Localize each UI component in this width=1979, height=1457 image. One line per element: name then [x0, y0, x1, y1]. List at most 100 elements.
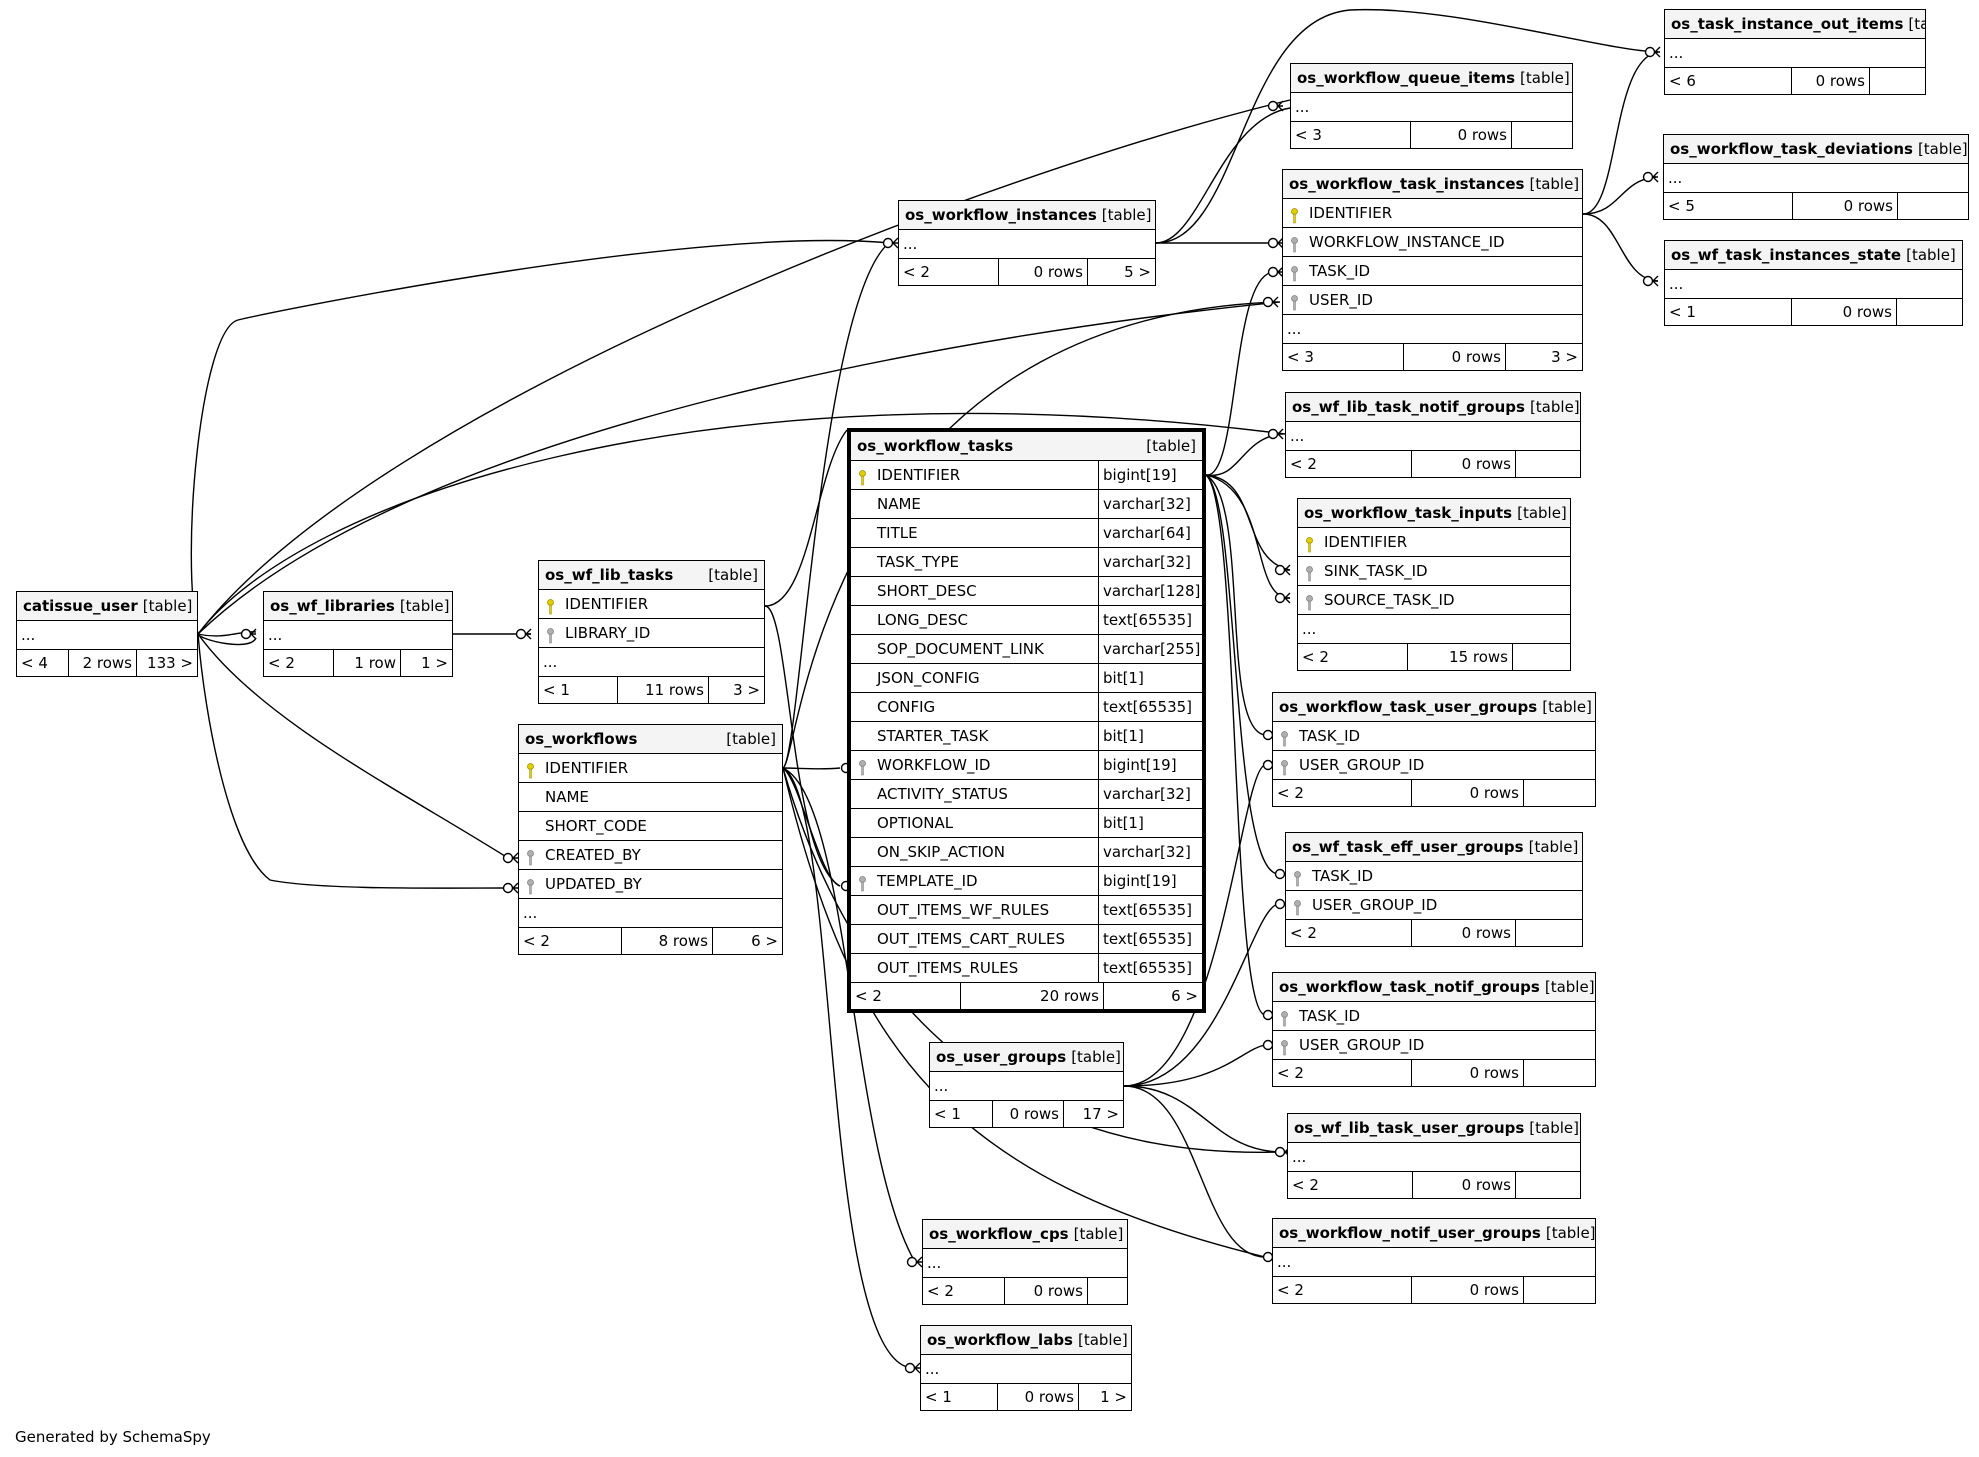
- children-count[interactable]: 3 >: [708, 677, 764, 703]
- table-os-workflow-task-notif-groups[interactable]: os_workflow_task_notif_groups[table] TAS…: [1272, 972, 1596, 1087]
- table-os-workflow-notif-user-groups[interactable]: os_workflow_notif_user_groups[table] ...…: [1272, 1218, 1596, 1304]
- parents-count[interactable]: < 4: [17, 650, 69, 676]
- column-row[interactable]: SHORT_CODE: [519, 812, 782, 841]
- parents-count[interactable]: < 2: [519, 928, 622, 954]
- table-os-workflow-task-deviations[interactable]: os_workflow_task_deviations[table] ... <…: [1663, 134, 1969, 220]
- column-row[interactable]: TASK_ID: [1283, 257, 1582, 286]
- column-row[interactable]: USER_GROUP_ID: [1273, 751, 1595, 780]
- column-row[interactable]: UPDATED_BY: [519, 870, 782, 899]
- children-count[interactable]: [1896, 299, 1962, 325]
- column-row[interactable]: CREATED_BY: [519, 841, 782, 870]
- children-count[interactable]: [1515, 920, 1582, 946]
- column-row[interactable]: NAME: [519, 783, 782, 812]
- table-os-task-instance-out-items[interactable]: os_task_instance_out_items[table] ... < …: [1664, 9, 1926, 95]
- parents-count[interactable]: < 2: [899, 259, 999, 285]
- parents-count[interactable]: < 2: [923, 1278, 1005, 1304]
- column-row[interactable]: USER_ID: [1283, 286, 1582, 315]
- column-row[interactable]: WORKFLOW_INSTANCE_ID: [1283, 228, 1582, 257]
- children-count[interactable]: [1087, 1278, 1127, 1304]
- parents-count[interactable]: < 2: [1298, 644, 1408, 670]
- children-count[interactable]: 133 >: [136, 650, 197, 676]
- children-count[interactable]: [1512, 644, 1570, 670]
- children-count[interactable]: 1 >: [400, 650, 452, 676]
- table-os-user-groups[interactable]: os_user_groups[table] ... < 1 0 rows 17 …: [929, 1042, 1124, 1128]
- table-os-workflow-queue-items[interactable]: os_workflow_queue_items[table] ... < 3 0…: [1290, 63, 1573, 149]
- table-os-wf-lib-task-user-groups[interactable]: os_wf_lib_task_user_groups[table] ... < …: [1287, 1113, 1581, 1199]
- parents-count[interactable]: < 5: [1664, 193, 1793, 219]
- column-row[interactable]: SOURCE_TASK_ID: [1298, 586, 1570, 615]
- table-os-workflow-cps[interactable]: os_workflow_cps[table] ... < 2 0 rows: [922, 1219, 1128, 1305]
- column-row[interactable]: IDENTIFIER: [1298, 528, 1570, 557]
- table-os-workflow-instances[interactable]: os_workflow_instances[table] ... < 2 0 r…: [898, 200, 1156, 286]
- children-count[interactable]: [1523, 780, 1595, 806]
- parents-count[interactable]: < 2: [851, 983, 961, 1009]
- table-os-wf-task-instances-state[interactable]: os_wf_task_instances_state[table] ... < …: [1664, 240, 1963, 326]
- column-row[interactable]: TASK_ID: [1273, 1002, 1595, 1031]
- children-count[interactable]: [1869, 68, 1925, 94]
- table-os-workflows[interactable]: os_workflows[table] IDENTIFIER NAME SHOR…: [518, 724, 783, 955]
- column-row[interactable]: USER_GROUP_ID: [1286, 891, 1582, 920]
- table-os-wf-task-eff-user-groups[interactable]: os_wf_task_eff_user_groups[table] TASK_I…: [1285, 832, 1583, 947]
- children-count[interactable]: 5 >: [1087, 259, 1155, 285]
- column-row[interactable]: LIBRARY_ID: [539, 619, 764, 648]
- children-count[interactable]: [1523, 1277, 1595, 1303]
- column-row[interactable]: TASK_ID: [1273, 722, 1595, 751]
- parents-count[interactable]: < 1: [1665, 299, 1792, 325]
- column-row[interactable]: TASK_ID: [1286, 862, 1582, 891]
- table-os-workflow-task-user-groups[interactable]: os_workflow_task_user_groups[table] TASK…: [1272, 692, 1596, 807]
- children-count[interactable]: 6 >: [1103, 983, 1202, 1009]
- children-count[interactable]: [1511, 122, 1572, 148]
- children-count[interactable]: 1 >: [1078, 1384, 1131, 1410]
- children-count[interactable]: [1515, 451, 1580, 477]
- parents-count[interactable]: < 1: [539, 677, 618, 703]
- column-row[interactable]: IDENTIFIER: [1283, 199, 1582, 228]
- children-count[interactable]: [1897, 193, 1968, 219]
- table-os-workflow-labs[interactable]: os_workflow_labs[table] ... < 1 0 rows 1…: [920, 1325, 1132, 1411]
- parents-count[interactable]: < 2: [1273, 1060, 1412, 1086]
- column-row[interactable]: IDENTIFIER: [519, 754, 782, 783]
- parents-count[interactable]: < 2: [264, 650, 334, 676]
- table-os-wf-lib-tasks[interactable]: os_wf_lib_tasks[table] IDENTIFIER LIBRAR…: [538, 560, 765, 704]
- parents-count[interactable]: < 1: [930, 1101, 993, 1127]
- table-os-wf-lib-task-notif-groups[interactable]: os_wf_lib_task_notif_groups[table] ... <…: [1285, 392, 1581, 478]
- parents-count[interactable]: < 3: [1283, 344, 1404, 370]
- children-count[interactable]: [1523, 1060, 1595, 1086]
- parents-count[interactable]: < 2: [1273, 780, 1412, 806]
- table-catissue-user[interactable]: catissue_user[table] ... < 4 2 rows 133 …: [16, 591, 198, 677]
- table-os-wf-libraries[interactable]: os_wf_libraries[table] ... < 2 1 row 1 >: [263, 591, 453, 677]
- parents-count[interactable]: < 3: [1291, 122, 1411, 148]
- parents-count[interactable]: < 2: [1286, 920, 1412, 946]
- parents-count[interactable]: < 2: [1273, 1277, 1412, 1303]
- parents-count[interactable]: < 6: [1665, 68, 1792, 94]
- children-count[interactable]: 3 >: [1505, 344, 1582, 370]
- parents-count[interactable]: < 2: [1286, 451, 1412, 477]
- column-row[interactable]: IDENTIFIER: [539, 590, 764, 619]
- column-row[interactable]: SINK_TASK_ID: [1298, 557, 1570, 586]
- table-os-workflow-task-inputs[interactable]: os_workflow_task_inputs[table] IDENTIFIE…: [1297, 498, 1571, 671]
- children-count[interactable]: [1515, 1172, 1580, 1198]
- parents-count[interactable]: < 1: [921, 1384, 998, 1410]
- column-row[interactable]: USER_GROUP_ID: [1273, 1031, 1595, 1060]
- table-os-workflow-task-instances[interactable]: os_workflow_task_instances[table] IDENTI…: [1282, 169, 1583, 371]
- parents-count[interactable]: < 2: [1288, 1172, 1413, 1198]
- children-count[interactable]: 17 >: [1063, 1101, 1123, 1127]
